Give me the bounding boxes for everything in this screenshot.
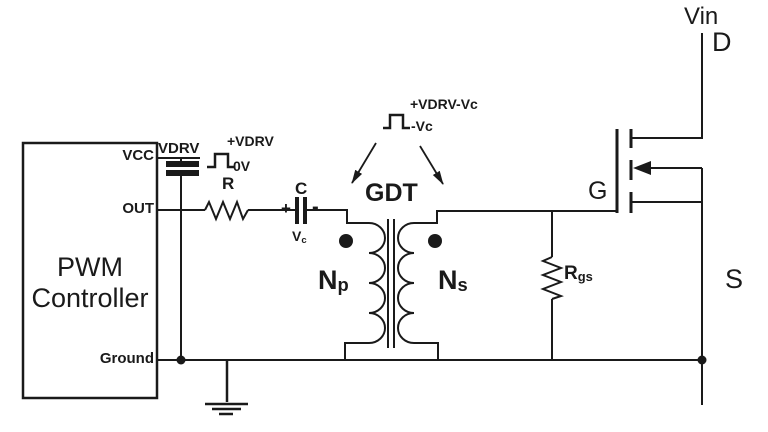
net-label-vdrv: VDRV	[158, 140, 200, 157]
component-label-vc: Vc	[292, 228, 307, 246]
coupling-capacitor-c	[295, 197, 369, 224]
secondary-phase-dot-icon	[428, 234, 442, 248]
component-label-gdt: GDT	[365, 179, 418, 207]
arrow-to-primary-icon	[351, 142, 377, 184]
component-label-np: Np	[318, 265, 349, 295]
component-label-ns: Ns	[438, 265, 468, 295]
ground-rail	[157, 355, 707, 365]
waveform-label-primary-low: 0V	[233, 158, 251, 174]
primary-phase-dot-icon	[339, 234, 353, 248]
mosfet-symbol	[615, 33, 703, 405]
waveform-label-primary-high: +VDRV	[227, 133, 274, 149]
gdt-transformer	[339, 210, 617, 360]
pwm-controller-box	[21, 141, 159, 400]
resistor-r	[157, 199, 295, 222]
mosfet-body-arrow-icon	[633, 161, 651, 175]
pwm-title-line1: PWM	[57, 252, 123, 282]
waveform-label-secondary-high: +VDRV-Vc	[410, 96, 478, 112]
secondary-pulse-waveform-icon	[383, 113, 410, 130]
resistor-rgs	[540, 211, 564, 360]
vdrv-bypass-capacitor	[157, 157, 200, 360]
capacitor-plus-sign: +	[281, 199, 291, 218]
component-label-rgs: Rgs	[564, 263, 593, 284]
mosfet-label-gate: G	[588, 177, 608, 205]
mosfet-label-source: S	[725, 264, 744, 294]
component-label-r: R	[222, 174, 235, 193]
ground-symbol-icon	[205, 360, 248, 416]
arrow-to-secondary-icon	[419, 145, 444, 185]
supply-label-vin: Vin	[684, 3, 719, 30]
pin-label-vcc: VCC	[122, 147, 154, 164]
primary-pulse-waveform-icon	[207, 152, 234, 169]
component-label-c: C	[295, 179, 308, 198]
mosfet-label-drain: D	[712, 27, 732, 57]
pwm-controller-title: PWM Controller	[23, 252, 157, 314]
capacitor-minus-sign: -	[312, 196, 319, 218]
pin-label-ground: Ground	[99, 350, 154, 367]
annotation-arrows	[351, 142, 444, 185]
pin-label-out: OUT	[122, 200, 154, 217]
waveform-label-secondary-low: -Vc	[411, 118, 433, 134]
pwm-title-line2: Controller	[31, 283, 149, 313]
